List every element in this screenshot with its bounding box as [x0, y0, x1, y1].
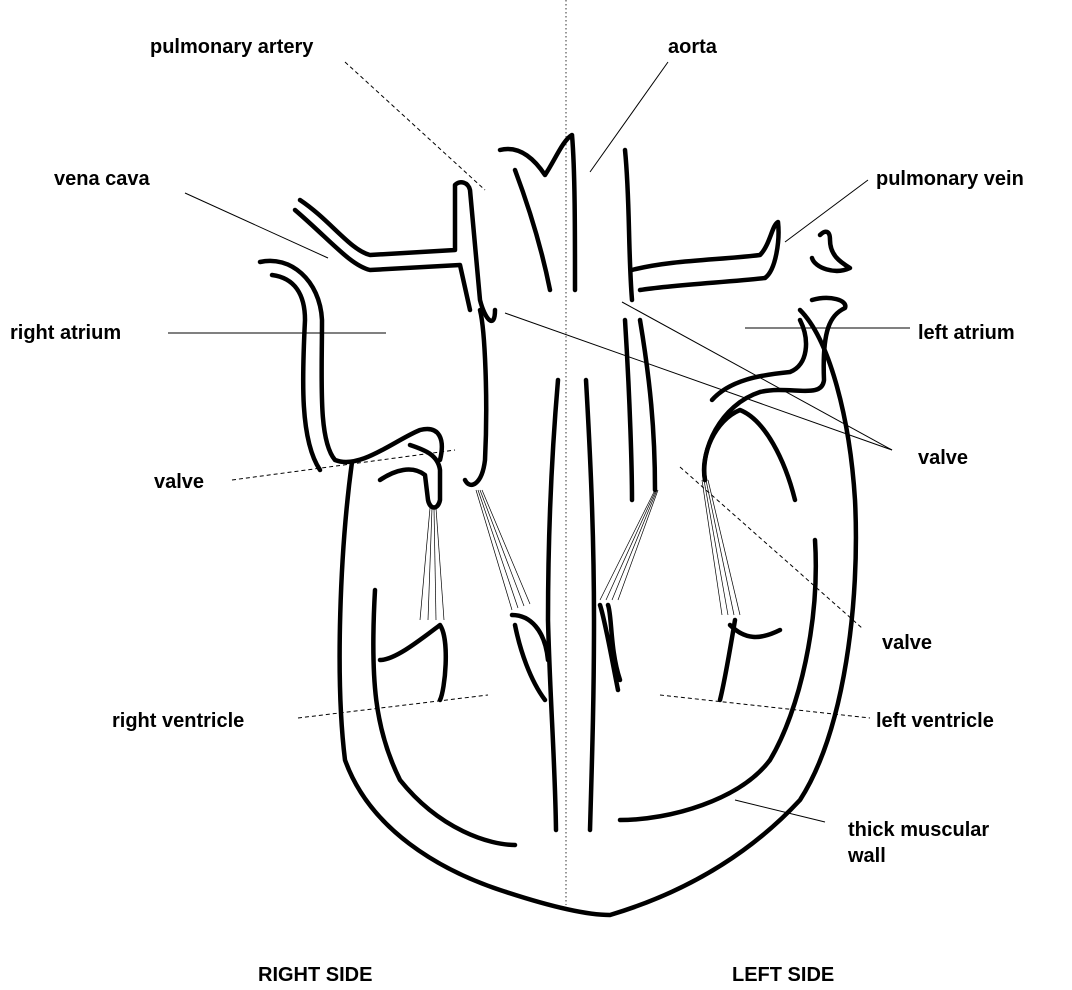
leader-aorta [590, 62, 668, 172]
label-right-side: RIGHT SIDE [258, 964, 372, 986]
inner-wall-left [620, 540, 816, 820]
leader-valve-lower [680, 467, 862, 628]
leader-valve-right [232, 450, 455, 480]
leader-valve-upper-2 [622, 302, 892, 450]
pulmonary-vein-wall [632, 222, 850, 290]
right-papillary [380, 625, 446, 700]
left-papillary [600, 605, 620, 690]
leader-lines [168, 62, 910, 822]
label-valve-right: valve [154, 471, 204, 493]
label-valve-lower-left: valve [882, 632, 932, 654]
leader-pulmonary-artery [345, 62, 485, 190]
label-pulmonary-artery: pulmonary artery [150, 36, 314, 58]
label-pulmonary-vein: pulmonary vein [876, 168, 1024, 190]
chordae-tendineae [420, 480, 740, 620]
label-thick-wall-1: thick muscular [848, 819, 989, 841]
outer-wall [340, 310, 856, 915]
left-septal-flap [625, 320, 655, 500]
right-septal-papillary [512, 615, 548, 700]
right-septal-flap [465, 310, 486, 485]
label-aorta: aorta [668, 36, 718, 58]
label-left-ventricle: left ventricle [876, 710, 994, 732]
label-left-atrium: left atrium [918, 322, 1015, 344]
label-thick-wall-2: wall [847, 845, 886, 867]
leader-right-ventricle [298, 695, 488, 718]
label-valve-upper-left: valve [918, 447, 968, 469]
pulmonary-artery-wall [295, 182, 495, 321]
label-right-ventricle: right ventricle [112, 710, 244, 732]
aorta-wall [500, 135, 632, 300]
heart-outline [260, 135, 856, 915]
label-right-atrium: right atrium [10, 322, 121, 344]
left-atrium-wall [704, 298, 845, 480]
septum [548, 380, 594, 830]
vena-cava-wall [260, 261, 442, 470]
right-valve-flap [380, 445, 440, 508]
left-papillary-right [720, 620, 780, 700]
label-vena-cava: vena cava [54, 168, 151, 190]
label-left-side: LEFT SIDE [732, 964, 834, 986]
